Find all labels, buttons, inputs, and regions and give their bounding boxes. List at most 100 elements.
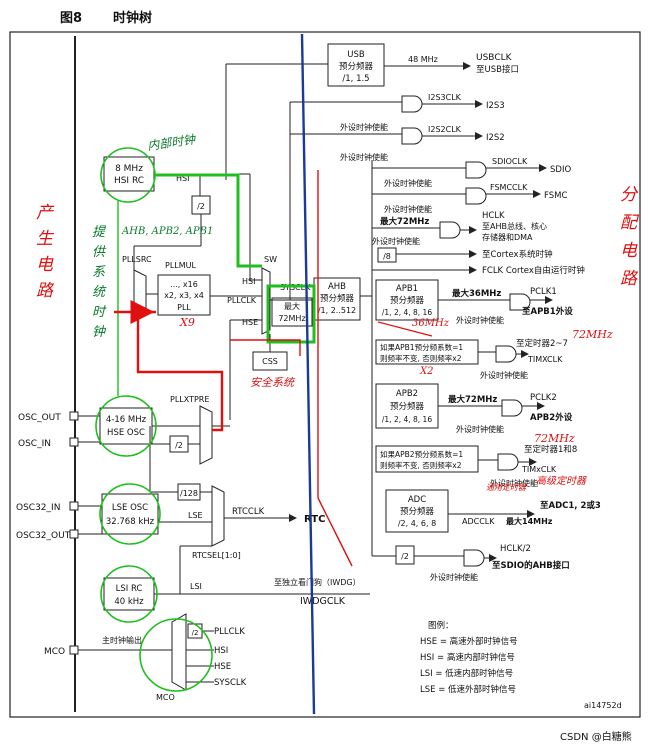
lsi-rc-freq: 40 kHz — [114, 597, 144, 607]
pclk2-dest: APB2外设 — [530, 412, 573, 423]
pll-box — [157, 274, 211, 316]
watermark: CSDN @白糖熊 — [560, 730, 632, 743]
pll-mul1: ..., x16 — [170, 280, 198, 289]
div8: /8 — [383, 252, 391, 261]
tim2-note-box — [375, 445, 479, 473]
blue-divider — [300, 33, 316, 715]
ahb-ratio: /1, 2..512 — [318, 306, 356, 315]
note-x9: X9 — [179, 316, 195, 329]
hse-osc-freq: 4-16 MHz — [106, 415, 147, 425]
adc-prescaler: 预分频器 — [400, 506, 435, 517]
rtcsel-label: RTCSEL[1:0] — [192, 551, 241, 560]
adc-ratio: /2, 4, 6, 8 — [398, 519, 436, 528]
note-provide-char: 时 — [92, 305, 107, 320]
note-tim-72a: 72MHz — [572, 328, 613, 341]
note-apb1-36: 36MHz — [412, 318, 450, 329]
hsi-div2: /2 — [197, 202, 205, 211]
usb-prescaler: 预分频器 — [339, 61, 374, 72]
lsi-rc-label: LSI RC — [116, 584, 143, 594]
usb-freq: 48 MHz — [408, 55, 438, 64]
note-provide-char: 提 — [92, 225, 107, 240]
fsmc-gate — [465, 187, 487, 205]
mco-hsi: HSI — [214, 646, 228, 656]
ahb-title: AHB — [328, 282, 346, 292]
note-tim-gen: 通用定时器 — [486, 483, 527, 492]
note-provide-char: 统 — [92, 285, 107, 300]
apb2-prescaler: 预分频器 — [390, 401, 425, 412]
timx-periph-en: 外设时钟使能 — [480, 370, 528, 380]
note-divider-circuit: 分 配 电 路 — [620, 185, 640, 289]
i2s2-periph-en: 外设时钟使能 — [340, 152, 388, 162]
apb1-ratio: /1, 2, 4, 8, 16 — [382, 308, 432, 317]
figure-number: 图8 — [60, 11, 82, 26]
hclk-label: HCLK — [482, 211, 505, 221]
mco-hse: HSE — [214, 662, 231, 672]
max72-l2: 72MHz — [278, 314, 305, 323]
hclk2-gate — [463, 549, 485, 567]
adc-title: ADC — [408, 495, 426, 505]
green-path-hsi — [154, 173, 262, 268]
mco-circle — [139, 618, 213, 692]
usb-prescaler-box — [327, 43, 385, 87]
green-max72-highlight — [266, 284, 316, 344]
osc-out-label: OSC_OUT — [18, 413, 61, 423]
pll-mul2: x2, x3, x4 — [164, 291, 204, 300]
adc-prescaler-box — [385, 489, 449, 533]
note-source-char: 生 — [36, 229, 55, 249]
mco-mux-label: MCO — [156, 693, 175, 702]
mco-mux — [171, 613, 187, 691]
note-provide-char: 供 — [92, 245, 107, 260]
legend-item-hse: HSE = 高速外部时钟信号 — [420, 636, 518, 647]
note-source-char: 产 — [36, 203, 55, 223]
sdio-label: SDIO — [550, 165, 571, 175]
tim1clk-label: TIMxCLK — [521, 465, 557, 474]
div2-sdio-box — [395, 545, 415, 565]
tim1-note-l2: 则频率不变, 否则频率x2 — [380, 353, 462, 363]
pclk1-dest: 至APB1外设 — [522, 306, 573, 317]
mco-pin — [69, 645, 79, 655]
lsi-rc-box — [103, 577, 155, 611]
note-provide-char: 钟 — [92, 325, 107, 340]
sw-hsi-label: HSI — [242, 277, 255, 286]
note-provide-system: 提 供 系 统 时 钟 — [92, 225, 107, 340]
note-ahb-apb: AHB, APB2, APB1 — [121, 226, 213, 237]
note-divider-char: 配 — [620, 213, 640, 233]
fsmc-label: FSMC — [544, 191, 567, 201]
note-source-circuit: 产 生 电 路 — [36, 203, 55, 301]
hclk2-label: HCLK/2 — [500, 544, 531, 554]
div2-sdio: /2 — [401, 552, 409, 561]
tim1-note-box — [375, 339, 479, 365]
pll-label: PLL — [177, 303, 191, 312]
apb2-prescaler-box — [375, 383, 439, 429]
timx-gate — [495, 345, 517, 363]
hclk-gate — [439, 221, 461, 239]
osc32-in-pin — [69, 501, 79, 511]
i2s3-periph-en: 外设时钟使能 — [340, 122, 388, 132]
pllxtpre-label: PLLXTPRE — [170, 395, 209, 404]
iwdgclk-label: IWDGCLK — [300, 596, 346, 607]
pclk1-label: PCLK1 — [530, 287, 557, 297]
osc-in-label: OSC_IN — [18, 439, 51, 449]
red-css-link — [230, 339, 301, 356]
hclk-dest2: 存储器和DMA — [482, 232, 533, 242]
tim1-note-l1: 如果APB1预分频系数=1 — [380, 342, 463, 352]
legend-item-lsi: LSI = 低速内部时钟信号 — [420, 668, 513, 679]
figure-title: 时钟树 — [113, 10, 152, 26]
osc32-in-label: OSC32_IN — [16, 503, 60, 513]
pclk1-max: 最大36MHz — [452, 288, 501, 299]
hclk-periph-en: 外设时钟使能 — [372, 236, 420, 246]
apb1-title: APB1 — [396, 284, 418, 294]
osc32-out-pin — [69, 529, 79, 539]
osc-in-pin — [69, 437, 79, 447]
rtcsel-mux — [211, 485, 225, 547]
i2s3-gate — [401, 95, 423, 113]
apb2-title: APB2 — [396, 389, 418, 399]
hse-circle — [95, 395, 157, 457]
div128: /128 — [180, 489, 198, 498]
fsmcclk-label: FSMCCLK — [490, 183, 528, 192]
note-security: 安全系统 — [250, 376, 296, 389]
pclk2-periph-en: 外设时钟使能 — [456, 424, 504, 434]
hclk2-periph-en: 外设时钟使能 — [430, 572, 478, 582]
tim1-dest: 至定时器1和8 — [524, 444, 577, 455]
mco-sysclk: SYSCLK — [214, 678, 247, 688]
